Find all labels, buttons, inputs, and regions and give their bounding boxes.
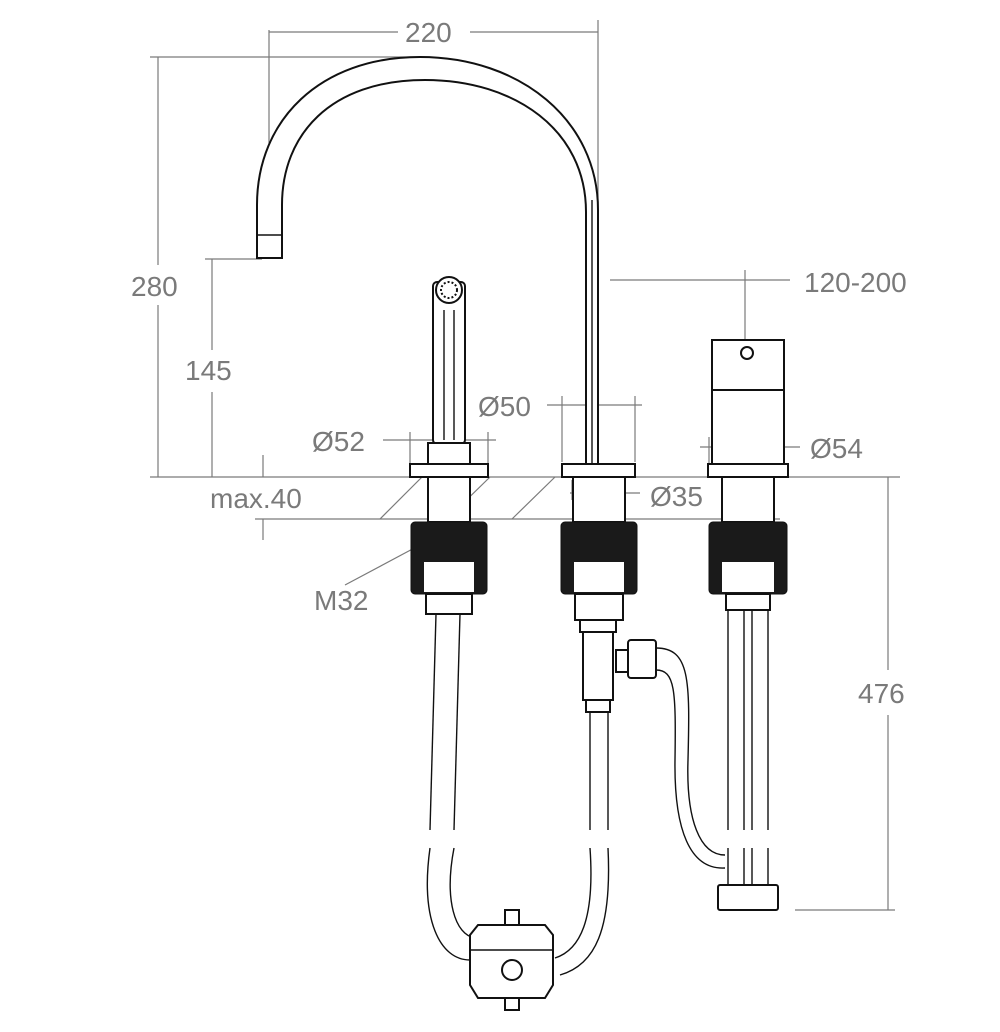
max-thickness-label: max.40 bbox=[210, 483, 302, 514]
spray-base-plate bbox=[409, 463, 489, 478]
below-deck-length-label: 476 bbox=[858, 678, 905, 709]
mounting-nuts bbox=[410, 521, 788, 621]
valve-base-plate bbox=[707, 463, 789, 478]
total-height-label: 280 bbox=[131, 271, 178, 302]
side-spray bbox=[409, 276, 489, 478]
spout-mount-nut bbox=[560, 521, 638, 621]
spray-head-icon bbox=[435, 276, 463, 304]
shank-diameter-label: Ø35 bbox=[650, 481, 703, 512]
valve-screw-icon bbox=[740, 346, 754, 360]
spout-height-label: 145 bbox=[185, 355, 232, 386]
hoses bbox=[426, 610, 779, 976]
valve-diameter-label: Ø54 bbox=[810, 433, 863, 464]
thread-size-label: M32 bbox=[314, 585, 368, 616]
spout-base-diameter-label: Ø50 bbox=[478, 391, 531, 422]
dimension-labels: 220 280 145 Ø52 Ø50 120-200 Ø54 Ø35 max.… bbox=[131, 17, 907, 709]
hose-weight bbox=[469, 909, 554, 1011]
valve-mount-nut bbox=[708, 521, 788, 611]
valve-body bbox=[707, 339, 789, 478]
spray-diameter-label: Ø52 bbox=[312, 426, 365, 457]
supply-connector bbox=[717, 884, 779, 911]
reach-label: 220 bbox=[405, 17, 452, 48]
weight-logo-icon bbox=[501, 959, 523, 981]
valve-spacing-label: 120-200 bbox=[804, 267, 907, 298]
spout-base-plate bbox=[561, 463, 636, 478]
spray-mount-nut bbox=[410, 521, 488, 615]
shanks bbox=[427, 476, 775, 523]
